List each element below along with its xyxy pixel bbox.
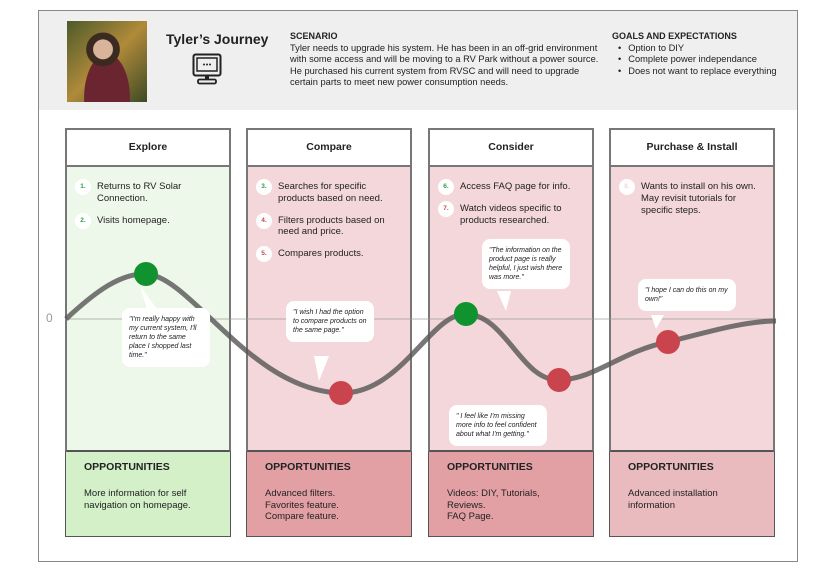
step-item: 2. Visits homepage.: [75, 212, 221, 229]
scenario: SCENARIO Tyler needs to upgrade his syst…: [290, 31, 600, 89]
stage-purchase-install: Purchase & Install 8. Wants to install on …: [609, 128, 775, 537]
negative-point: [329, 381, 353, 405]
bubble-tail: [140, 286, 157, 309]
opportunities: OPPORTUNITIES Advanced filters.Favorites …: [246, 452, 412, 537]
positive-point: [134, 262, 158, 286]
step-number: 7.: [438, 200, 454, 217]
quote-bubble: "The information on the product page is …: [482, 239, 570, 289]
goal-item: Does not want to replace everything: [612, 66, 797, 78]
bubble-tail: [314, 356, 329, 381]
step-number: 6.: [438, 179, 454, 195]
goal-item: Option to DIY: [612, 43, 797, 55]
quote-bubble: "I hope I can do this on my own!": [638, 279, 736, 311]
step-item: 8. Wants to install on his own. May revis…: [619, 179, 765, 216]
step-item: 7. Watch videos specific to products rese…: [438, 200, 584, 227]
opportunities-heading: OPPORTUNITIES: [265, 461, 351, 473]
opportunity-item: Advanced installation information: [628, 487, 718, 511]
opportunity-item: Advanced filters.: [265, 487, 336, 499]
opportunities-heading: OPPORTUNITIES: [84, 461, 170, 473]
step-item: 6. Access FAQ page for info.: [438, 179, 584, 195]
header: Tyler’s Journey SCENARIO Tyler needs to …: [39, 11, 797, 110]
opportunity-item: More information for self navigation on …: [84, 487, 191, 511]
opportunity-item: Videos: DIY, Tutorials, Reviews.: [447, 487, 540, 511]
journey-map: Tyler’s Journey SCENARIO Tyler needs to …: [38, 10, 798, 562]
scenario-text: Tyler needs to upgrade his system. He ha…: [290, 42, 599, 88]
quote-bubble: "I wish I had the option to compare prod…: [286, 301, 374, 342]
quote-bubble: "I'm really happy with my current system…: [122, 308, 210, 367]
goals: GOALS AND EXPECTATIONS Option to DIYComp…: [612, 31, 797, 77]
step-text: Watch videos specific to products resear…: [460, 202, 562, 226]
quote-bubble: " I feel like I'm missing more info to f…: [449, 405, 547, 446]
bubble-tail: [497, 291, 511, 311]
goals-heading: GOALS AND EXPECTATIONS: [612, 31, 737, 41]
step-text: Compares products.: [278, 248, 364, 260]
emotion-curve: [64, 262, 777, 421]
scenario-heading: SCENARIO: [290, 31, 338, 41]
opportunities-heading: OPPORTUNITIES: [447, 461, 533, 473]
stage-title: Purchase & Install: [609, 128, 775, 167]
step-number: 8.: [619, 179, 635, 195]
stage-title: Compare: [246, 128, 412, 167]
stage-title: Explore: [65, 128, 231, 167]
step-number: 2.: [75, 212, 91, 229]
step-number: 1.: [75, 179, 91, 195]
step-item: 4. Filters products based on need and pri…: [256, 212, 402, 239]
opportunities-heading: OPPORTUNITIES: [628, 461, 714, 473]
axis-zero-label: 0: [46, 311, 53, 325]
step-text: Access FAQ page for info.: [460, 181, 571, 192]
opportunity-item: Compare feature.: [265, 511, 339, 523]
step-item: 1. Returns to RV Solar Connection.: [75, 179, 221, 205]
step-number: 3.: [256, 179, 272, 195]
opportunity-item: Favorites feature.: [265, 499, 339, 511]
step-number: 5.: [256, 246, 272, 263]
page-title: Tyler’s Journey: [166, 31, 269, 47]
negative-point: [547, 368, 571, 392]
step-item: 3. Searches for specific products based o…: [256, 179, 402, 205]
step-text: Searches for specific products based on …: [278, 181, 383, 204]
step-item: 5. Compares products.: [256, 246, 402, 263]
opportunity-item: FAQ Page.: [447, 511, 494, 523]
desktop-monitor-icon: [192, 53, 222, 85]
bubble-tail: [651, 315, 664, 329]
goal-item: Complete power independance: [612, 54, 797, 66]
negative-point: [656, 330, 680, 354]
step-text: Visits homepage.: [97, 214, 170, 226]
stage-title: Consider: [428, 128, 594, 167]
step-text: Filters products based on need and price…: [278, 214, 385, 238]
opportunities: OPPORTUNITIES Videos: DIY, Tutorials, Rev…: [428, 452, 594, 537]
opportunities: OPPORTUNITIES More information for self n…: [65, 452, 231, 537]
positive-point: [454, 302, 478, 326]
opportunities: OPPORTUNITIES Advanced installation infor…: [609, 452, 775, 537]
persona-photo: [67, 21, 147, 102]
step-number: 4.: [256, 212, 272, 229]
step-text: Returns to RV Solar Connection.: [97, 181, 182, 204]
step-text: Wants to install on his own. May revisit…: [641, 181, 756, 216]
